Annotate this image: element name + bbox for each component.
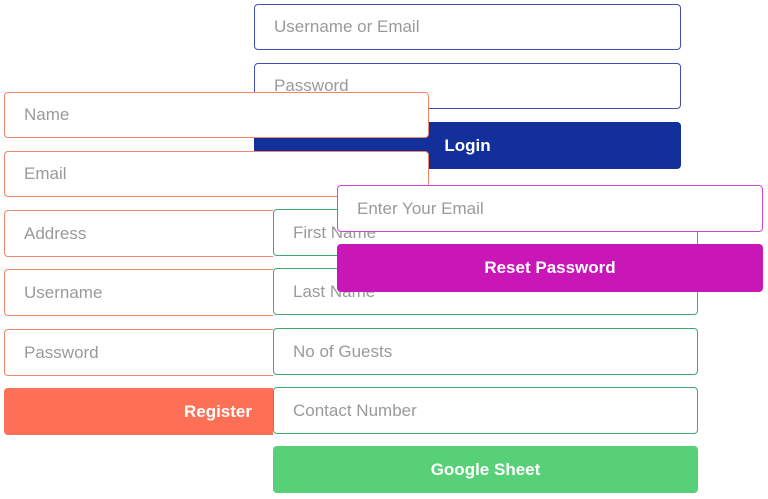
- register-button[interactable]: Register: [4, 388, 273, 435]
- register-password-input[interactable]: [4, 329, 273, 376]
- register-username-input[interactable]: [4, 269, 273, 316]
- register-button-label: Register: [183, 401, 252, 421]
- guests-count-input[interactable]: [273, 328, 698, 375]
- register-name-input[interactable]: [4, 92, 429, 138]
- login-username-input[interactable]: [254, 4, 681, 50]
- register-email-input[interactable]: [4, 151, 429, 197]
- reset-email-input[interactable]: [337, 185, 763, 232]
- google-sheet-button[interactable]: Google Sheet: [273, 446, 698, 493]
- reset-password-button[interactable]: Reset Password: [337, 244, 763, 292]
- register-address-input[interactable]: [4, 210, 273, 257]
- contact-number-input[interactable]: [273, 387, 698, 434]
